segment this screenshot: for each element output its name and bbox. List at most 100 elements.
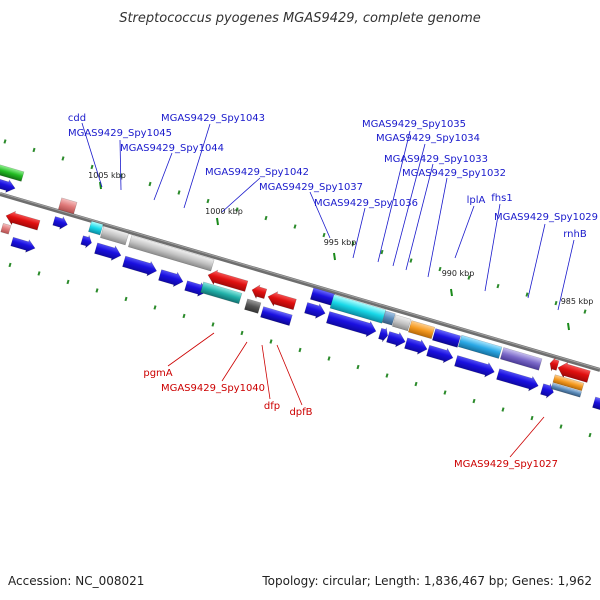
tick-mark <box>333 252 336 261</box>
gene-label-spy1044: MGAS9429_Spy1044 <box>120 143 224 154</box>
ring-dot <box>90 164 94 170</box>
topology-text: Topology: circular; Length: 1,836,467 bp… <box>261 574 592 588</box>
gene-blue-f4 <box>386 331 406 348</box>
gene-spy1032 <box>408 320 436 340</box>
ring-dot <box>206 198 210 204</box>
gene-blue-f1 <box>304 302 326 319</box>
ring-dot <box>264 215 268 221</box>
ring-dot <box>443 390 447 395</box>
ring-dot <box>66 279 70 285</box>
gene-blue-tiny <box>80 234 92 249</box>
genome-backbone-highlight <box>0 192 600 370</box>
gene-label-spy1036: MGAS9429_Spy1036 <box>314 198 418 209</box>
ring-dot <box>61 156 65 161</box>
accession-text: Accession: NC_008021 <box>8 574 144 588</box>
gene-label-spy1034: MGAS9429_Spy1034 <box>376 133 480 144</box>
gene-spy1033 <box>392 314 412 332</box>
ring-dot <box>235 207 239 212</box>
ring-dot <box>356 364 360 370</box>
gene-spy1034 <box>382 310 396 326</box>
ring-dot <box>472 398 476 404</box>
ring-dot <box>153 305 157 310</box>
ring-dot <box>409 258 413 263</box>
ring-dot <box>95 288 99 293</box>
ring-dot <box>414 381 418 387</box>
gene-pink <box>58 197 78 215</box>
gene-blue-partial <box>0 177 16 193</box>
gene-dfp <box>260 306 293 326</box>
gene-blue-f3 <box>378 327 388 343</box>
gene-label-spy1035: MGAS9429_Spy1035 <box>362 119 466 130</box>
gene-spy1035 <box>329 294 387 324</box>
gene-blue-b <box>122 255 157 277</box>
gene-cdd <box>88 220 104 236</box>
ring-dot <box>37 271 41 276</box>
gene-green-partial <box>0 161 25 182</box>
gene-blue-f7 <box>454 355 495 378</box>
gene-label-spy1027: MGAS9429_Spy1027 <box>454 459 558 470</box>
gene-red-b <box>267 291 297 311</box>
gene-pgmA <box>207 269 249 292</box>
gene-label-spy1037: MGAS9429_Spy1037 <box>259 182 363 193</box>
ring-dot <box>148 181 152 187</box>
gene-blue-f5 <box>404 337 428 355</box>
ring-dot <box>530 415 534 421</box>
ring-dot <box>124 296 128 302</box>
reverse-gene-labels: pgmA MGAS9429_Spy1040 dfp dpfB MGAS9429_… <box>143 332 558 470</box>
ring-dot <box>554 300 558 306</box>
ring-dot <box>588 432 592 438</box>
gene-label-spy1032: MGAS9429_Spy1032 <box>402 168 506 179</box>
ring-dot <box>293 224 297 229</box>
gene-label-pgmA: pgmA <box>143 368 172 379</box>
gene-orange-right <box>552 374 585 392</box>
ring-dot <box>467 275 471 280</box>
gene-label-fhs1: fhs1 <box>491 193 512 204</box>
gene-teal <box>200 281 243 305</box>
ring-dot <box>583 309 587 314</box>
ring-dot <box>385 373 389 378</box>
genome-backbone <box>0 192 600 372</box>
gene-blue-small <box>52 216 68 230</box>
inner-dotted-ring <box>8 262 592 438</box>
ring-dot <box>32 147 36 153</box>
ring-dot <box>240 330 244 336</box>
ring-dot <box>525 292 529 297</box>
tick-label: 1005 kbp <box>88 171 126 180</box>
tick-label: 1000 kbp <box>205 207 243 216</box>
tick-mark <box>450 288 453 297</box>
gene-label-spy1042: MGAS9429_Spy1042 <box>205 167 309 178</box>
tick-mark <box>216 217 219 226</box>
gene-red-right <box>557 361 591 383</box>
gene-label-spy1029: MGAS9429_Spy1029 <box>494 212 598 223</box>
gene-red-partial <box>5 210 41 231</box>
gene-label-dfp: dfp <box>264 401 280 412</box>
gene-pink-small <box>0 222 12 235</box>
ring-dot <box>182 313 186 319</box>
gene-label-lplA: lplA <box>467 195 486 206</box>
gene-label-spy1045: MGAS9429_Spy1045 <box>68 128 172 139</box>
gene-blue-f6 <box>426 344 454 364</box>
gene-fhs1 <box>458 334 503 359</box>
ring-dot <box>351 241 355 246</box>
ring-dot <box>327 356 331 361</box>
tick-label: 995 kbp <box>324 238 357 247</box>
gene-lplA-box <box>432 328 461 348</box>
ring-dot <box>298 347 302 353</box>
ring-dot <box>559 424 563 429</box>
gene-red-small-a <box>251 284 268 300</box>
ring-dot <box>501 407 505 412</box>
gene-spy1029 <box>500 347 543 371</box>
ring-dot <box>438 266 442 272</box>
ring-dot <box>3 139 7 144</box>
gene-label-spy1040: MGAS9429_Spy1040 <box>161 383 265 394</box>
ring-dot <box>322 232 326 238</box>
gene-blue-lower <box>10 236 36 253</box>
gene-label-spy1033: MGAS9429_Spy1033 <box>384 154 488 165</box>
tick-mark <box>99 181 102 190</box>
gene-label-spy1043: MGAS9429_Spy1043 <box>161 113 265 124</box>
tick-mark <box>567 322 570 331</box>
tick-label: 985 kbp <box>561 297 594 306</box>
gene-blue-a <box>94 242 122 261</box>
